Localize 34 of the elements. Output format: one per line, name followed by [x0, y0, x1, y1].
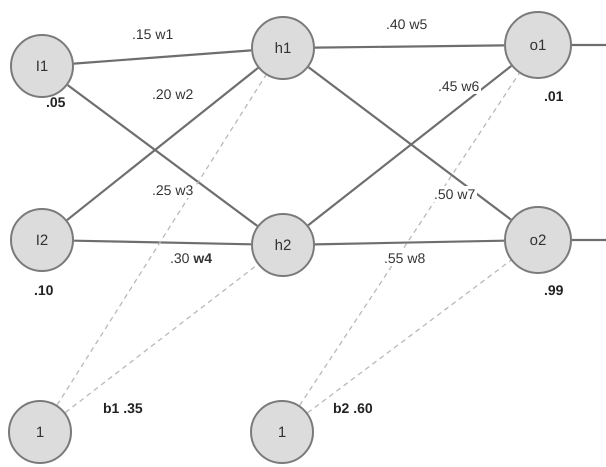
- dashed-connector: [56, 74, 266, 406]
- neuron-label: h1: [274, 40, 292, 56]
- weight-label: .15 w1: [130, 26, 176, 42]
- value-label: .99: [544, 282, 564, 298]
- value-label: .05: [46, 94, 66, 110]
- connector-line: [572, 44, 606, 46]
- value-label: b2 .60: [333, 400, 373, 416]
- weight-label: .45 w6: [436, 78, 482, 94]
- weight-label: .20 w2: [150, 86, 196, 102]
- neuron-label: I2: [36, 232, 48, 248]
- value-label: .01: [544, 88, 564, 104]
- neuron-label: o1: [530, 36, 546, 54]
- connector-line: [66, 67, 259, 221]
- neuron-label: 1: [278, 424, 286, 440]
- dashed-connector: [307, 260, 512, 414]
- connector-line: [74, 49, 252, 65]
- value-label: .10: [34, 282, 54, 298]
- connector-line: [314, 240, 504, 246]
- neuron-circle: [251, 16, 315, 80]
- weight-label: .55 w8: [382, 250, 428, 266]
- weight-label: .25 w3: [150, 182, 196, 198]
- connector-line: [314, 44, 504, 49]
- connector-line: [67, 84, 258, 227]
- neuron-label: 1: [36, 424, 44, 440]
- neuron-label: I1: [36, 58, 48, 74]
- connector-line: [572, 238, 606, 242]
- dashed-connector: [299, 73, 520, 406]
- neuron-label: h2: [274, 236, 292, 254]
- value-label: b1 .35: [103, 400, 143, 416]
- weight-label: .40 w5: [384, 16, 430, 32]
- connector-line: [74, 240, 252, 246]
- neuron-label: o2: [530, 232, 546, 248]
- weight-label: .30 w4: [168, 250, 214, 266]
- weight-label: .50 w7: [432, 186, 478, 202]
